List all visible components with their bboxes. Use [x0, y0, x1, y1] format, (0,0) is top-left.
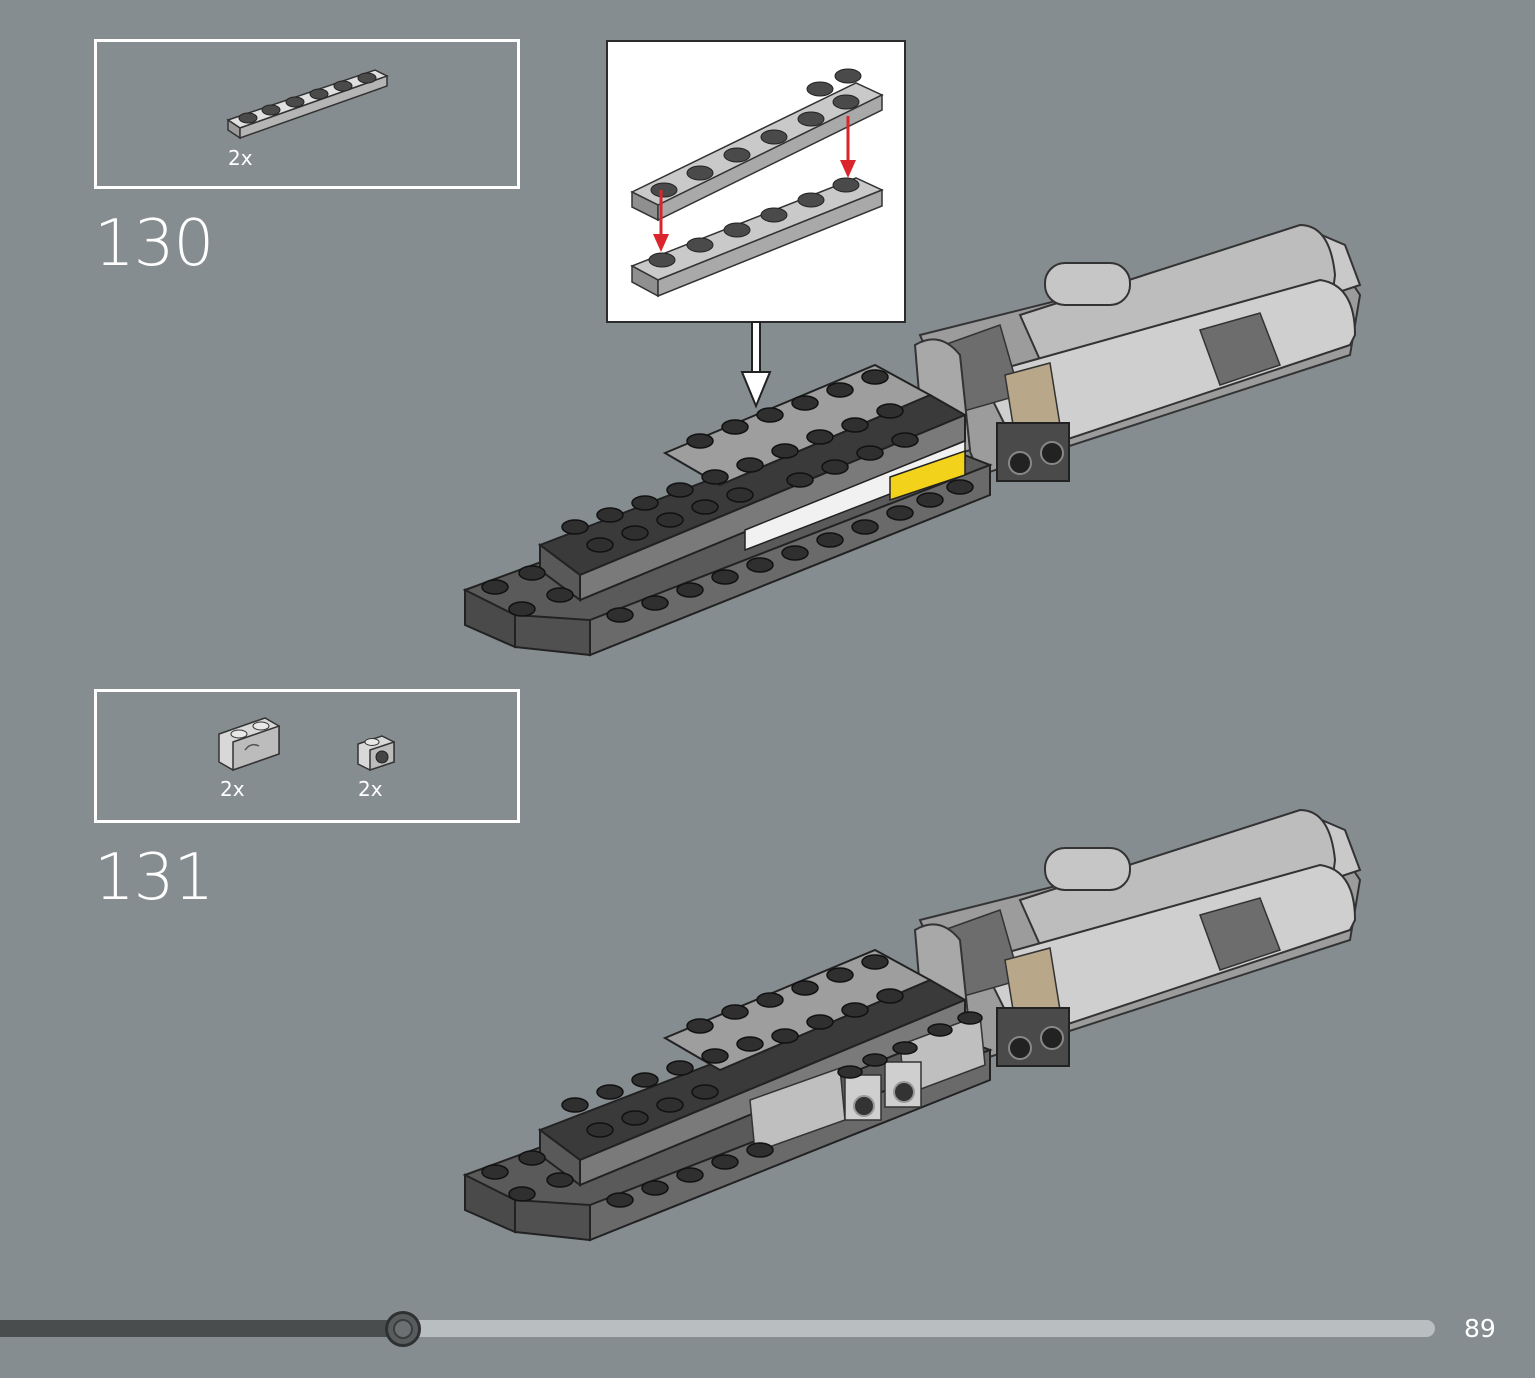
parts-list-step-130 [94, 39, 520, 189]
model-illustration-step-130 [462, 223, 1362, 657]
step-number-131: 131 [94, 841, 214, 915]
part-qty: 2x [358, 777, 383, 801]
part-qty: 2x [228, 146, 253, 170]
callout-plates-illustration [630, 68, 884, 298]
page-number: 89 [1464, 1314, 1496, 1343]
parts-list-step-131 [94, 689, 520, 823]
model-illustration-step-131 [462, 808, 1362, 1242]
progress-fill [0, 1320, 403, 1337]
part-plate-1x6-icon [226, 69, 389, 140]
part-qty: 2x [220, 777, 245, 801]
progress-knob[interactable] [385, 1311, 421, 1347]
part-stud-brick-icon [357, 735, 395, 772]
part-masonry-brick-icon [218, 717, 280, 772]
callout-pointer-arrow [740, 321, 772, 409]
step-number-130: 130 [94, 207, 214, 281]
